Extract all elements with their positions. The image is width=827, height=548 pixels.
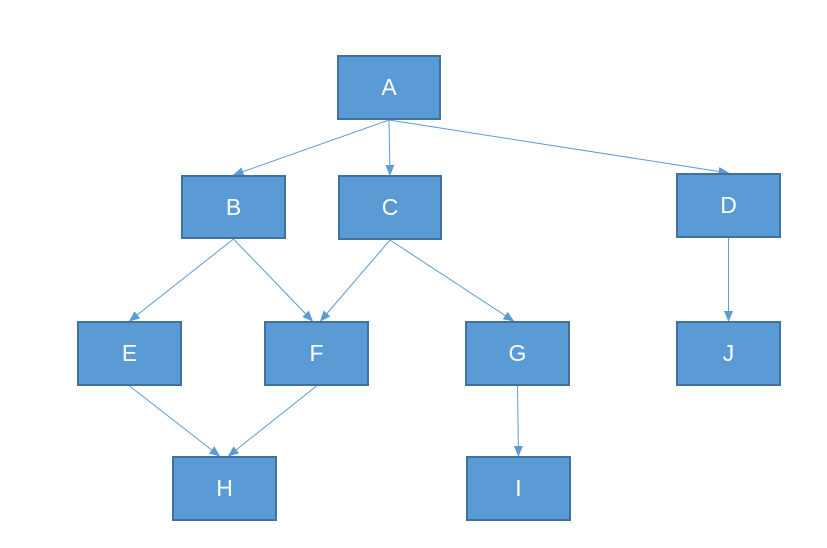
node-label: G [508,340,527,366]
node-I[interactable]: I [466,456,571,521]
edge-G-I [513,385,523,457]
edge-A-C [385,119,395,176]
edge-C-G [389,239,515,322]
node-G[interactable]: G [465,321,570,386]
node-J[interactable]: J [676,321,781,386]
node-label: C [381,194,399,220]
node-label: J [722,340,735,366]
node-label: D [720,192,737,218]
node-label: H [216,475,233,501]
edge-E-H [129,385,221,457]
node-label: I [515,475,522,501]
node-F[interactable]: F [264,321,369,386]
node-B[interactable]: B [181,175,286,239]
edge-F-H [227,385,317,457]
edge-C-F [319,239,391,322]
edge-B-E [128,238,234,322]
node-H[interactable]: H [172,456,277,521]
node-label: B [225,193,242,220]
node-label: E [121,340,138,366]
node-E[interactable]: E [77,321,182,386]
node-A[interactable]: A [337,55,441,120]
node-label: F [309,340,324,366]
node-label: A [381,74,397,100]
node-D[interactable]: D [676,173,781,238]
edge-A-B [232,119,390,176]
node-C[interactable]: C [338,175,442,240]
edge-A-D [388,119,730,176]
edge-B-F [233,238,314,322]
